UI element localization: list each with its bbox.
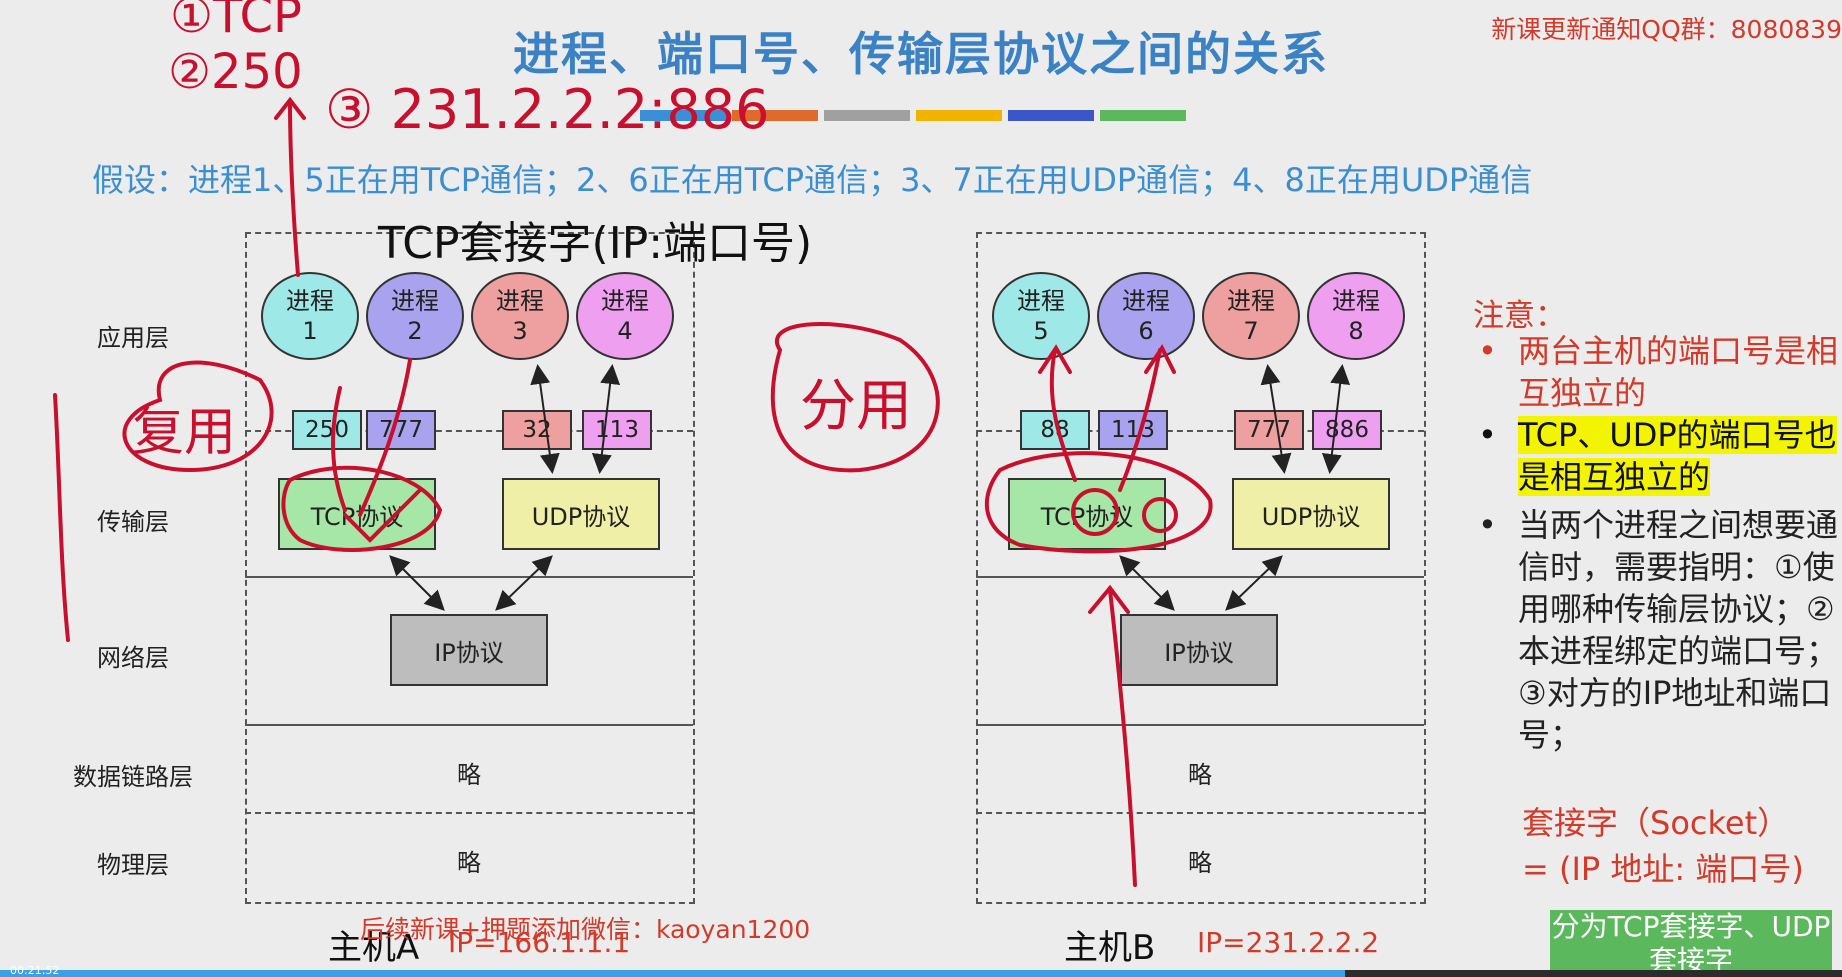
host-b-port: 777 — [1234, 410, 1304, 450]
slide-title: 进程、端口号、传输层协议之间的关系 — [513, 27, 1329, 81]
layer-label-transport: 传输层 — [97, 508, 169, 536]
host-a-process-1: 进程 1 — [261, 272, 359, 360]
process-label: 进程 — [391, 287, 439, 315]
color-bar — [640, 110, 726, 121]
host-b-process-7: 进程 7 — [1202, 272, 1300, 360]
color-bar-strip — [640, 110, 1186, 121]
host-a-tcp-protocol: TCP协议 — [278, 478, 436, 550]
socket-types-callout: 分为TCP套接字、UDP套接字 — [1550, 910, 1832, 977]
note-item: • 当两个进程之间想要通信时，需要指明：①使用哪种传输层协议；②本进程绑定的端口… — [1470, 504, 1842, 756]
note-item: • 两台主机的端口号是相互独立的 — [1470, 330, 1842, 414]
up-arrow-head — [274, 96, 306, 120]
process-number: 1 — [302, 317, 318, 345]
divider — [976, 724, 1424, 726]
host-b-port: 88 — [1020, 410, 1090, 450]
host-b-process-6: 进程 6 — [1097, 272, 1195, 360]
host-a-ip-protocol: IP协议 — [390, 614, 548, 686]
host-b-process-5: 进程 5 — [992, 272, 1090, 360]
host-b-port: 886 — [1312, 410, 1382, 450]
process-label: 进程 — [601, 287, 649, 315]
process-number: 7 — [1243, 317, 1259, 345]
assumption-text: 假设：进程1、5正在用TCP通信；2、6正在用TCP通信；3、7正在用UDP通信… — [92, 161, 1533, 199]
host-a-udp-protocol: UDP协议 — [502, 478, 660, 550]
note-text-highlighted: TCP、UDP的端口号也是相互独立的 — [1518, 416, 1837, 496]
process-label: 进程 — [1227, 287, 1275, 315]
note-item: • TCP、UDP的端口号也是相互独立的 — [1470, 414, 1842, 498]
divider — [245, 724, 693, 726]
host-a-physical-omitted: 略 — [457, 849, 481, 877]
divider — [245, 812, 693, 814]
process-number: 5 — [1033, 317, 1049, 345]
socket-line-2: = (IP 地址: 端口号) — [1522, 850, 1804, 888]
host-b-tcp-protocol: TCP协议 — [1008, 478, 1166, 550]
host-a-port: 113 — [582, 410, 652, 450]
host-a-process-2: 进程 2 — [366, 272, 464, 360]
divider — [976, 812, 1424, 814]
host-b-port: 113 — [1098, 410, 1168, 450]
layer-label-network: 网络层 — [97, 644, 169, 672]
socket-line-1: 套接字（Socket） — [1522, 804, 1790, 842]
color-bar — [824, 110, 910, 121]
host-a-process-4: 进程 4 — [576, 272, 674, 360]
host-b-datalink-omitted: 略 — [1188, 761, 1212, 789]
layer-label-datalink: 数据链路层 — [73, 763, 193, 791]
handwriting-demux: 分用 — [800, 374, 912, 439]
host-b-stack — [976, 232, 1426, 904]
qq-group-notice: 新课更新通知QQ群：8080839 — [1491, 15, 1842, 44]
host-b-ip-protocol: IP协议 — [1120, 614, 1278, 686]
process-number: 8 — [1348, 317, 1364, 345]
process-label: 进程 — [1332, 287, 1380, 315]
notes-heading: 注意： — [1473, 298, 1566, 334]
host-b-label: 主机B — [1064, 928, 1156, 968]
divider — [245, 430, 693, 432]
divider — [976, 576, 1424, 578]
wechat-notice: 后续新课+押题添加微信：kaoyan1200 — [360, 915, 811, 944]
host-a-port: 777 — [366, 410, 436, 450]
process-number: 4 — [617, 317, 633, 345]
divider — [976, 430, 1424, 432]
host-a-datalink-omitted: 略 — [457, 761, 481, 789]
host-b-udp-protocol: UDP协议 — [1232, 478, 1390, 550]
layer-label-application: 应用层 — [97, 324, 169, 352]
video-progress-fill[interactable] — [0, 970, 1345, 977]
bullet: • — [1478, 506, 1497, 544]
note-text: 当两个进程之间想要通信时，需要指明：①使用哪种传输层协议；②本进程绑定的端口号；… — [1518, 506, 1839, 754]
demux-circle — [770, 321, 940, 473]
process-label: 进程 — [1122, 287, 1170, 315]
video-timestamp: 00:21:52 — [10, 964, 60, 977]
process-label: 进程 — [496, 287, 544, 315]
color-bar — [1100, 110, 1186, 121]
bullet: • — [1478, 332, 1497, 370]
handwriting-reuse: 复用 — [132, 403, 236, 463]
process-number: 2 — [407, 317, 423, 345]
host-a-label: 主机A — [328, 928, 420, 968]
socket-definition: 套接字（Socket） = (IP 地址: 端口号) — [1522, 800, 1804, 892]
bullet: • — [1478, 416, 1497, 454]
notes-list: • 两台主机的端口号是相互独立的 • TCP、UDP的端口号也是相互独立的 • … — [1470, 330, 1842, 756]
process-label: 进程 — [286, 287, 334, 315]
host-b-process-8: 进程 8 — [1307, 272, 1405, 360]
host-a-stack — [245, 232, 695, 904]
layer-label-physical: 物理层 — [97, 851, 169, 879]
host-b-ip: IP=231.2.2.2 — [1197, 926, 1380, 959]
divider — [245, 576, 693, 578]
color-bar — [916, 110, 1002, 121]
color-bar — [1008, 110, 1094, 121]
process-number: 6 — [1138, 317, 1154, 345]
host-b-physical-omitted: 略 — [1188, 849, 1212, 877]
host-a-process-3: 进程 3 — [471, 272, 569, 360]
host-a-ip: IP=166.1.1.1 — [448, 926, 631, 959]
host-a-port: 32 — [502, 410, 572, 450]
color-bar — [732, 110, 818, 121]
host-a-port: 250 — [292, 410, 362, 450]
process-number: 3 — [512, 317, 528, 345]
note-text: 两台主机的端口号是相互独立的 — [1518, 332, 1839, 412]
process-label: 进程 — [1017, 287, 1065, 315]
